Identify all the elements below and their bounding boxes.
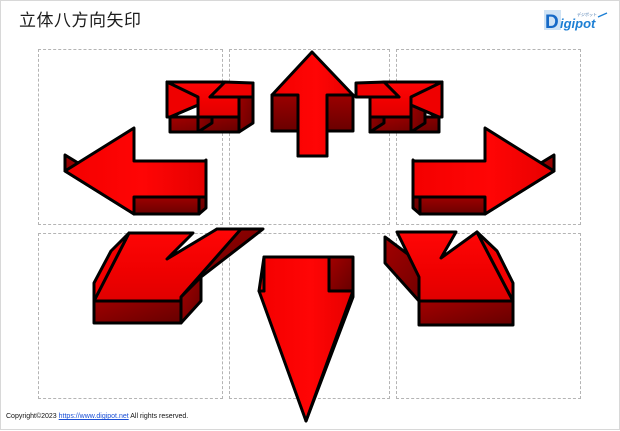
- arrow-down-right-icon[interactable]: [383, 230, 515, 327]
- header: 立体八方向矢印 D デジポット igipot: [1, 1, 620, 43]
- page-title: 立体八方向矢印: [19, 11, 142, 31]
- copyright-prefix: Copyright©2023: [6, 413, 59, 420]
- cell-top-right: [396, 49, 581, 225]
- svg-text:igipot: igipot: [560, 16, 596, 31]
- arrow-up-icon[interactable]: [270, 50, 355, 158]
- arrow-down-left-icon[interactable]: [92, 227, 265, 325]
- svg-text:デジポット: デジポット: [577, 11, 597, 17]
- copyright-suffix: All rights reserved.: [128, 413, 189, 420]
- footer: Copyright©2023 https://www.digipot.net A…: [1, 411, 620, 425]
- cell-top-center: [229, 49, 390, 225]
- arrow-down-icon[interactable]: [257, 255, 355, 423]
- arrow-left-icon[interactable]: [63, 126, 208, 216]
- digipot-url-link[interactable]: https://www.digipot.net: [58, 413, 129, 420]
- copyright-notice: Copyright©2023 https://www.digipot.net A…: [6, 411, 188, 422]
- cell-top-left: [38, 49, 223, 225]
- arrow-up-right-icon[interactable]: [354, 80, 444, 134]
- cell-bottom-right: [396, 233, 581, 399]
- arrow-right-icon[interactable]: [411, 126, 556, 216]
- arrow-up-left-icon[interactable]: [165, 80, 255, 134]
- svg-text:D: D: [545, 12, 559, 33]
- digipot-logo: D デジポット igipot: [543, 7, 609, 35]
